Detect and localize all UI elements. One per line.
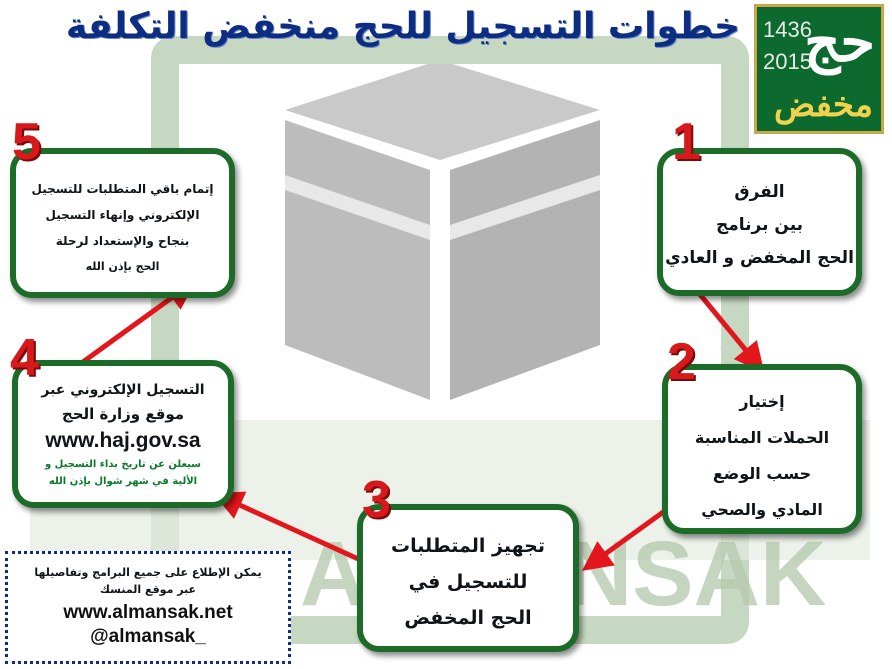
arrow-3-to-4 <box>212 491 380 571</box>
logo-year-greg: 2015 <box>763 49 812 74</box>
step-1-line-1: الفرق <box>734 182 785 202</box>
footer-url[interactable]: www.almansak.net <box>63 602 233 623</box>
step-3-line-1: تجهيز المتطلبات <box>391 535 545 557</box>
step-1-box: الفرق بين برنامج الحج المخفض و العادي <box>657 148 862 296</box>
hajj-logo: 1436 2015 حج مخفض <box>754 4 884 134</box>
step-4-line-4: سيعلن عن تاريخ بداء التسجيل و <box>44 459 202 470</box>
step-2-box: إختيار الحملات المناسبة حسب الوضع المادي… <box>662 364 862 534</box>
page-title: خطوات التسجيل للحج منخفض التكلفة <box>65 6 740 47</box>
step-3-line-3: الحج المخفض <box>404 607 532 629</box>
step-4-line-2: موقع وزارة الحج <box>61 405 185 423</box>
arrow-1-to-2 <box>696 290 765 373</box>
step-5-number: 5 <box>12 113 41 171</box>
footer-handle[interactable]: @almansak_ <box>90 626 206 647</box>
step-4-box: التسجيل الإلكتروني عبر موقع وزارة الحج w… <box>12 360 234 508</box>
step-2-line-1: إختيار <box>739 392 785 411</box>
step-2-number: 2 <box>667 333 696 391</box>
step-4-line-1: التسجيل الإلكتروني عبر <box>41 382 205 398</box>
step-2-line-3: حسب الوضع <box>712 464 812 483</box>
step-5-box: إتمام باقي المتطلبات للتسجيل الإلكتروني … <box>10 148 235 298</box>
step-3-number: 3 <box>362 471 391 529</box>
footer-line-2: عبر موقع المنسك <box>99 583 197 596</box>
logo-letter: حج <box>804 9 875 75</box>
step-5-line-2: الإلكتروني وإنهاء التسجيل <box>45 208 200 222</box>
logo-word: مخفض <box>773 85 873 125</box>
step-2-line-4: المادي والصحي <box>701 500 823 519</box>
step-3-box: تجهيز المتطلبات للتسجيل في الحج المخفض <box>357 504 579 652</box>
footer-info-box: يمكن الإطلاع على جميع البرامج وتفاصيلها … <box>5 551 291 664</box>
footer-line-1: يمكن الإطلاع على جميع البرامج وتفاصيلها <box>34 566 262 579</box>
step-2-line-2: الحملات المناسبة <box>694 428 830 447</box>
step-4-url: www.haj.gov.sa <box>45 429 201 452</box>
step-4-line-5: الألية في شهر شوال بإذن الله <box>48 476 198 487</box>
step-5-line-1: إتمام باقي المتطلبات للتسجيل <box>31 182 214 196</box>
kaaba-top <box>285 60 600 160</box>
step-1-line-3: الحج المخفض و العادي <box>665 248 854 268</box>
step-3-line-2: للتسجيل في <box>408 571 528 593</box>
step-4-number: 4 <box>10 329 39 387</box>
step-5-line-3: بنجاح والإستعداد لرحلة <box>55 234 190 248</box>
step-5-line-4: الحج بإذن الله <box>85 260 160 273</box>
step-1-number: 1 <box>672 113 701 171</box>
logo-year-hijri: 1436 <box>763 17 812 42</box>
step-1-line-2: بين برنامج <box>715 215 804 235</box>
